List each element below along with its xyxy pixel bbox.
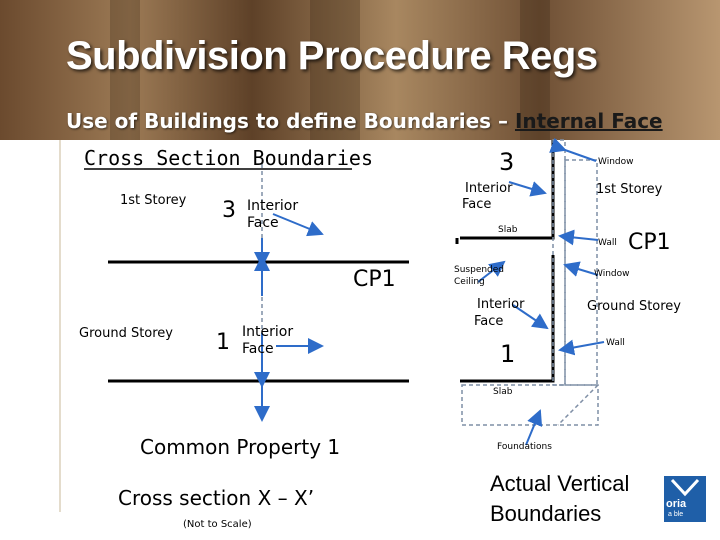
label-cross-section: Cross section X – X’: [118, 486, 315, 510]
label-suspended-ceiling-1: Suspended: [454, 265, 505, 275]
label-interior-face-right-top-1: Interior: [465, 181, 513, 196]
label-interior-face-right-mid-2: Face: [474, 314, 504, 329]
label-actual-vertical-boundaries-1: Actual Vertical: [490, 471, 630, 496]
arrow-window-top: [549, 137, 597, 162]
label-interior-face-bottom-2: Face: [242, 341, 274, 357]
label-cp1-left: CP1: [353, 267, 396, 292]
arrow-window-mid: [563, 261, 599, 277]
foundation-dashed-outline: [461, 384, 599, 426]
label-interior-face-right-mid-1: Interior: [477, 297, 525, 312]
label-slab-bottom: Slab: [493, 387, 513, 397]
slide-content-area: [60, 140, 720, 540]
label-1st-storey-right: 1st Storey: [596, 182, 663, 197]
label-not-to-scale: (Not to Scale): [183, 519, 252, 530]
foundation-diagonal: [557, 384, 599, 426]
cross-section-heading: Cross Section Boundaries: [84, 146, 373, 170]
logo-mark-icon: [670, 478, 700, 497]
arrow-foundations: [525, 409, 543, 446]
arrow-wall-top: [558, 229, 599, 246]
label-actual-vertical-boundaries-2: Boundaries: [490, 501, 602, 526]
label-lot-3: 3: [222, 198, 236, 223]
subtitle-emphasis: Internal Face: [514, 109, 663, 133]
label-slab-top: Slab: [498, 225, 518, 235]
label-wall-top: Wall: [598, 238, 617, 248]
label-window-top: Window: [598, 157, 634, 167]
label-lot-3-right: 3: [499, 148, 515, 176]
label-window-mid: Window: [594, 269, 630, 279]
label-foundations: Foundations: [497, 442, 552, 452]
banner-texture: [520, 0, 550, 140]
label-suspended-ceiling-2: Ceiling: [454, 277, 485, 287]
label-wall-bottom: Wall: [606, 338, 625, 348]
label-ground-storey: Ground Storey: [79, 326, 174, 341]
arrow-wall-bottom: [558, 339, 605, 356]
arrow-interior-face-right-top: [508, 181, 547, 197]
banner-texture: [110, 0, 140, 140]
label-common-property: Common Property 1: [140, 435, 341, 459]
label-interior-face-top-1: Interior: [247, 198, 299, 214]
label-interior-face-bottom-1: Interior: [242, 324, 294, 340]
organization-logo: oria a ble: [664, 476, 706, 522]
banner-texture: [310, 0, 360, 140]
arrow-interior-face-top: [272, 213, 324, 237]
arrow-interior-face-right-mid: [512, 304, 549, 330]
arrow-suspended-ceiling: [477, 260, 506, 283]
label-interior-face-right-top-2: Face: [462, 197, 492, 212]
logo-text-line2: a ble: [668, 511, 684, 518]
subtitle-main: Use of Buildings to define Boundaries –: [66, 109, 515, 133]
header-banner: [0, 0, 720, 140]
wall-dashed-outline: [552, 139, 566, 386]
label-lot-1-right: 1: [500, 340, 516, 368]
slide-title: Subdivision Procedure Regs: [66, 34, 598, 78]
label-ground-storey-right: Ground Storey: [587, 299, 682, 314]
logo-text-line1: oria: [666, 498, 687, 510]
label-1st-storey: 1st Storey: [120, 193, 187, 208]
slide-subtitle: Use of Buildings to define Boundaries – …: [66, 109, 663, 133]
label-lot-1: 1: [216, 330, 230, 355]
label-cp1-right: CP1: [628, 230, 671, 255]
label-interior-face-top-2: Face: [247, 215, 279, 231]
